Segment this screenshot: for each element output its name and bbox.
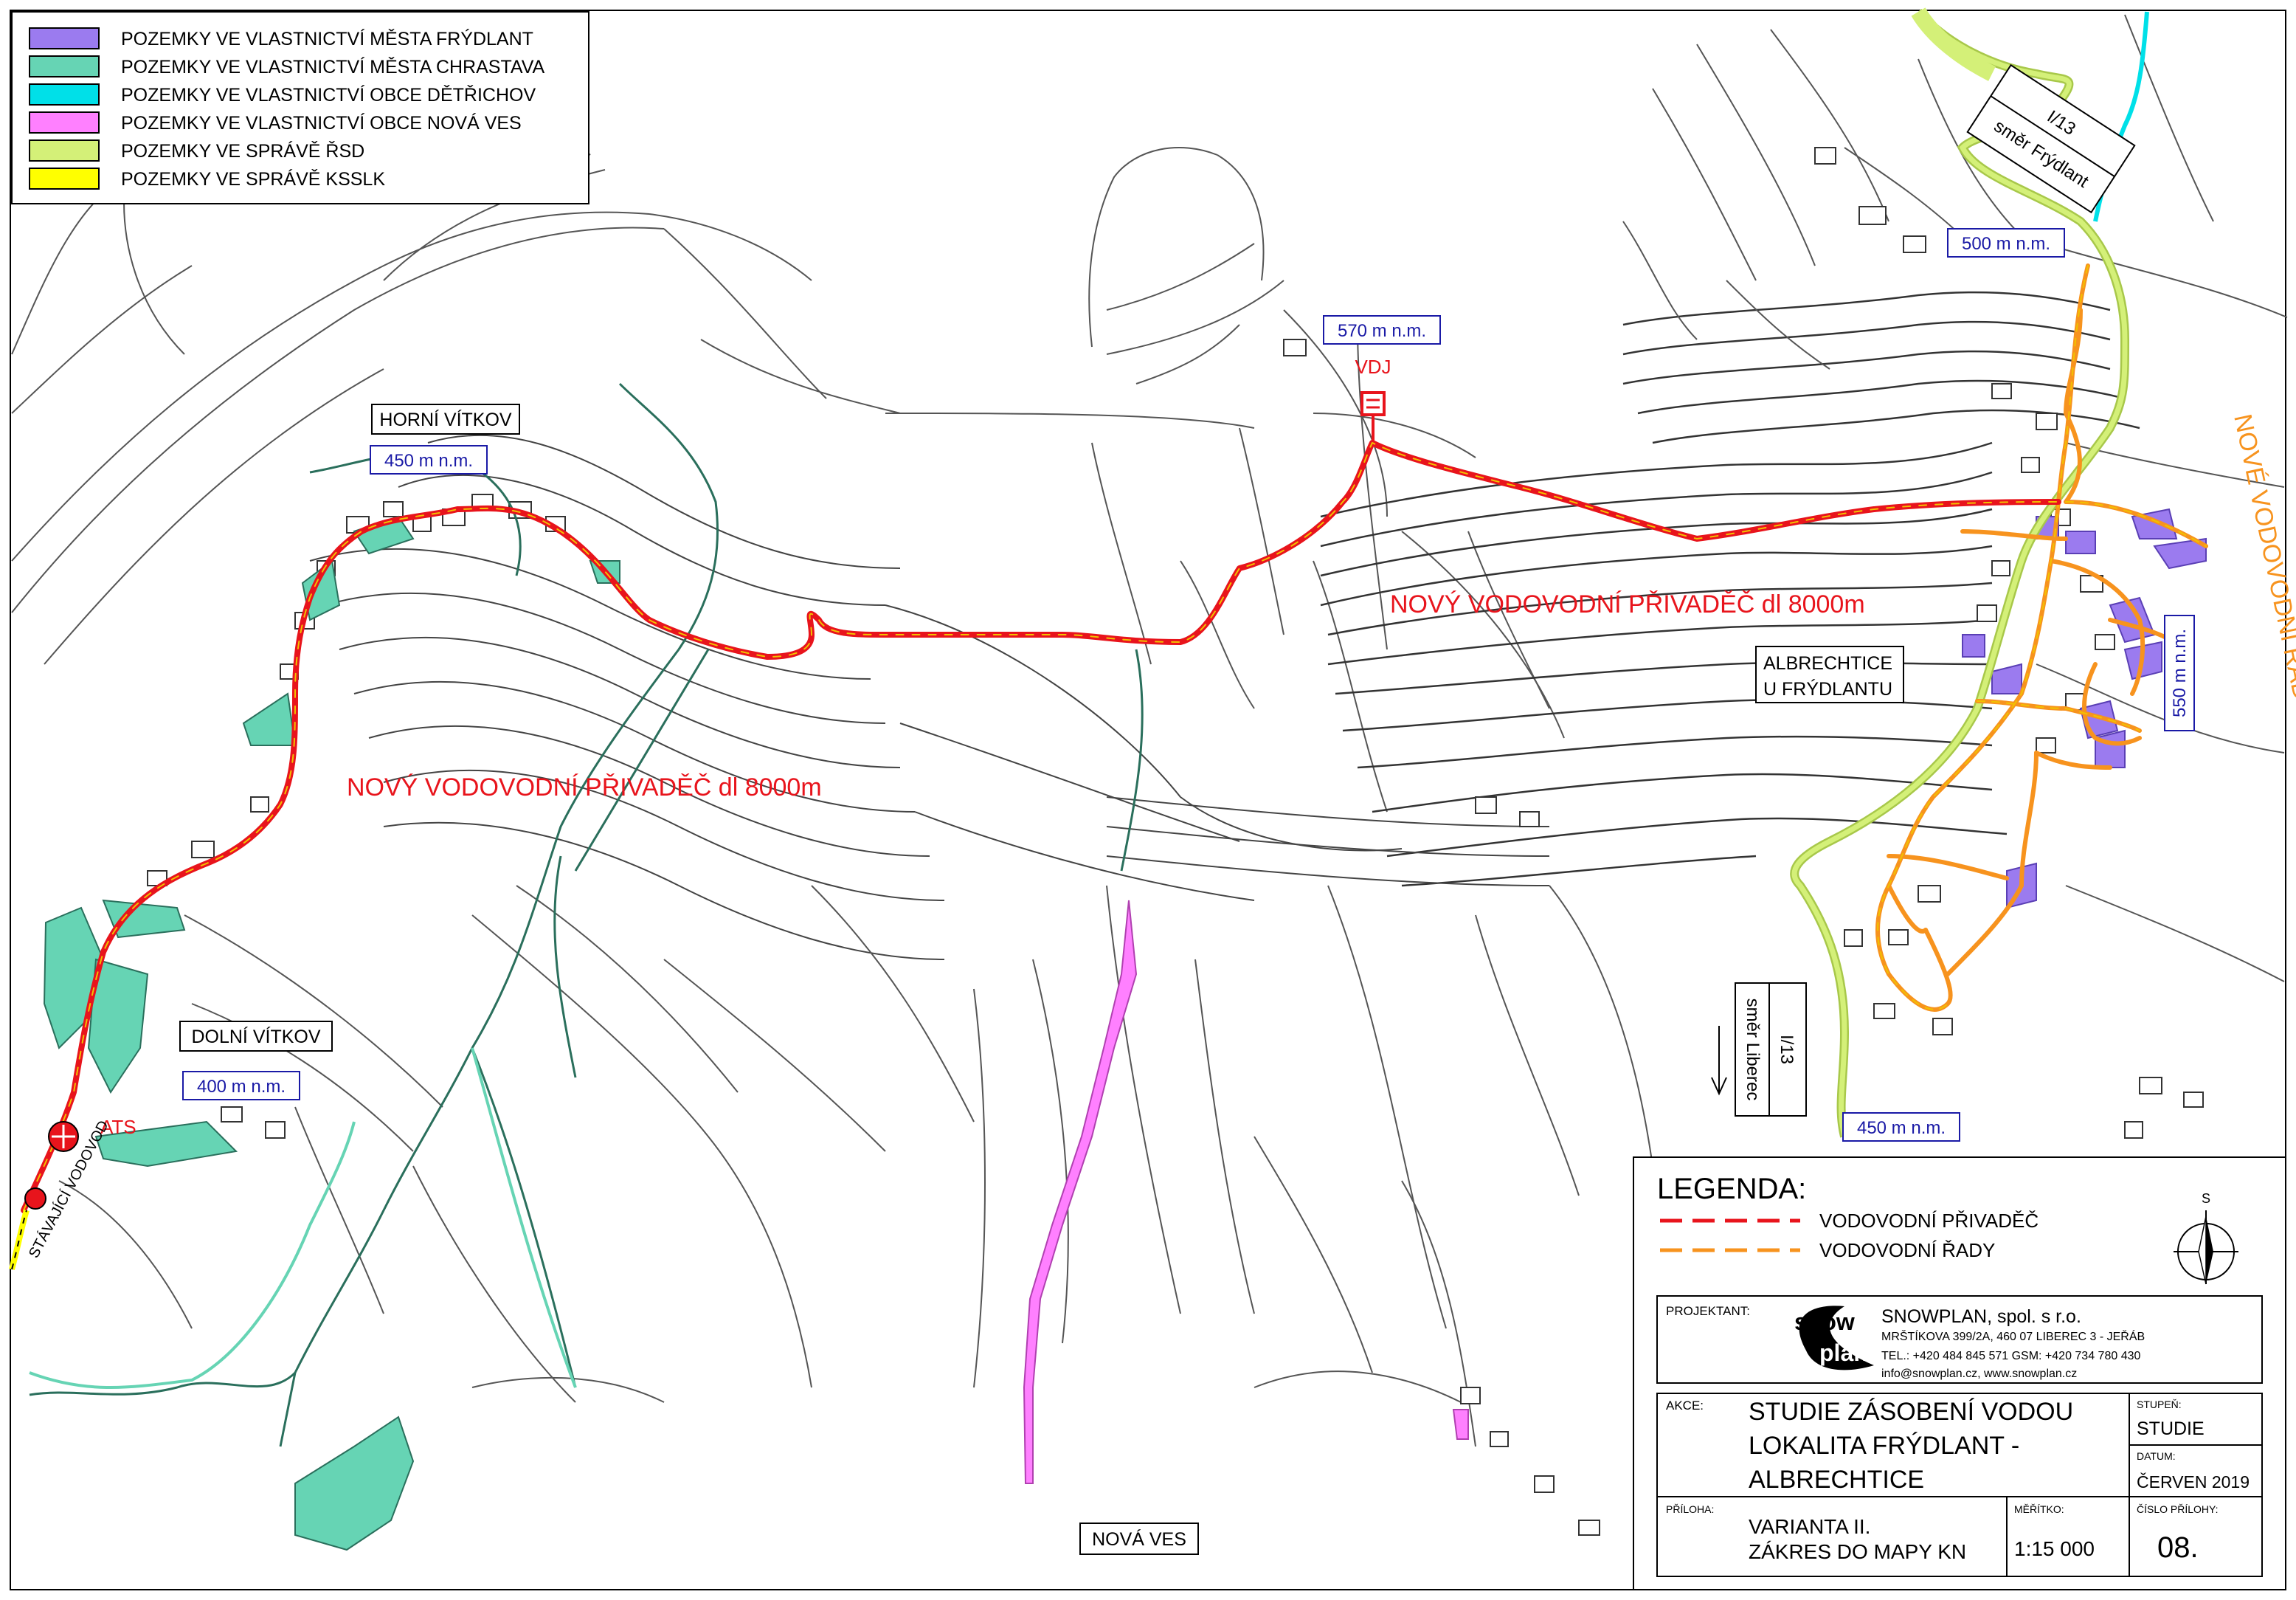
legend-label-3: POZEMKY VE VLASTNICTVÍ OBCE NOVÁ VES (121, 112, 522, 134)
north-arrow: S (2174, 1191, 2238, 1285)
company-web: info@snowplan.cz, www.snowplan.cz (1881, 1368, 2077, 1380)
label-horni-vitkov: HORNÍ VÍTKOV (379, 409, 512, 430)
sheet-border (10, 10, 2286, 1590)
svg-text:plan: plan (1819, 1339, 1868, 1366)
vdj-reservoir[interactable] (1360, 391, 1386, 441)
object-labels: VDJ ATS STÁVAJÍCÍ VODOVOD (25, 356, 1391, 1261)
stupen-label: STUPEŇ: (2137, 1399, 2182, 1410)
creek-south-2 (471, 1047, 577, 1388)
road-labels: I/13 směr Frýdlant I/13 směr Liberec (1711, 63, 2136, 1117)
label-privadec-west: NOVÝ VODOVODNÍ PŘIVADĚČ dl 8000m (347, 773, 822, 801)
existing-main (9, 1209, 30, 1271)
legend-line-label-1: VODOVODNÍ ŘADY (1819, 1239, 1995, 1261)
north-letter: S (2202, 1191, 2210, 1206)
legend-parcels: POZEMKY VE VLASTNICTVÍ MĚSTA FRÝDLANT POZ… (11, 11, 589, 204)
elevation-570: 570 m n.m. (1338, 321, 1426, 341)
legend-swatch-4 (29, 139, 100, 162)
label-nova-ves: NOVÁ VES (1092, 1528, 1186, 1550)
company-phone: TEL.: +420 484 845 571 GSM: +420 734 780… (1881, 1350, 2140, 1362)
label-vdj: VDJ (1355, 356, 1391, 378)
elevation-labels: 450 m n.m. 400 m n.m. 570 m n.m. 500 m n… (182, 228, 2195, 1142)
svg-text:snow: snow (1794, 1308, 1855, 1335)
akce-line-2: LOKALITA FRÝDLANT - (1749, 1432, 2019, 1460)
elevation-550: 550 m n.m. (2170, 629, 2190, 717)
label-road-south-code: I/13 (1777, 1035, 1797, 1064)
meritko-label: MĚŘÍTKO: (2014, 1503, 2064, 1515)
priloha-line-1: VARIANTA II. (1749, 1515, 1870, 1538)
elevation-400: 400 m n.m. (197, 1077, 286, 1097)
akce-line-3: ALBRECHTICE (1749, 1466, 1924, 1494)
place-labels: HORNÍ VÍTKOV DOLNÍ VÍTKOV ALBRECHTICE U … (179, 404, 1904, 1555)
elevation-450-east: 450 m n.m. (1857, 1118, 1946, 1138)
legend-swatch-2 (29, 83, 100, 106)
label-ats: ATS (100, 1116, 136, 1138)
legend-swatch-0 (29, 27, 100, 49)
legend-swatch-1 (29, 55, 100, 77)
direction-arrow-south (1711, 1026, 1727, 1096)
parcel-lines (11, 115, 1565, 813)
priloha-line-2: ZÁKRES DO MAPY KN (1749, 1540, 1966, 1563)
parcel-lines-chrastava (29, 382, 1144, 1447)
meritko-value: 1:15 000 (2014, 1537, 2095, 1560)
label-privadec-east: NOVÝ VODOVODNÍ PŘIVADĚČ dl 8000m (1390, 590, 1865, 618)
legend-label-0: POZEMKY VE VLASTNICTVÍ MĚSTA FRÝDLANT (121, 28, 533, 49)
elevation-450-west: 450 m n.m. (384, 451, 473, 471)
datum-label: DATUM: (2137, 1450, 2176, 1462)
akce-label: AKCE: (1666, 1399, 1704, 1413)
title-block: LEGENDA: VODOVODNÍ PŘIVADĚČ VODOVODNÍ ŘAD… (1633, 1156, 2286, 1590)
legend-label-1: POZEMKY VE VLASTNICTVÍ MĚSTA CHRASTAVA (121, 56, 545, 77)
akce-line-1: STUDIE ZÁSOBENÍ VODOU (1749, 1398, 2073, 1426)
terrace-contours (1320, 291, 2140, 887)
legend-title: LEGENDA: (1657, 1173, 1806, 1205)
projektant-label: PROJEKTANT: (1666, 1304, 1750, 1318)
label-dolni-vitkov: DOLNÍ VÍTKOV (191, 1026, 320, 1047)
label-albrechtice: ALBRECHTICE (1763, 653, 1892, 674)
north-parcels (1622, 14, 2288, 982)
elevation-500: 500 m n.m. (1962, 234, 2050, 254)
cislo-value: 08. (2157, 1531, 2199, 1564)
ats-station[interactable] (48, 1121, 79, 1152)
parcel-nova-ves (1023, 900, 1138, 1484)
creek-south (29, 1121, 356, 1389)
legend-swatch-3 (29, 111, 100, 134)
label-albrechtice-sub: U FRÝDLANTU (1763, 678, 1892, 700)
priloha-label: PŘÍLOHA: (1666, 1503, 1714, 1515)
company-address: MRŠTÍKOVA 399/2A, 460 07 LIBEREC 3 - JEŘ… (1881, 1329, 2145, 1343)
legend-swatch-5 (29, 168, 100, 190)
south-parcels (58, 885, 1653, 1447)
snowplan-logo: snow plan (1794, 1306, 1874, 1370)
stupen-value: STUDIE (2137, 1418, 2205, 1439)
company-name: SNOWPLAN, spol. s r.o. (1881, 1306, 2081, 1327)
cislo-label: ČÍSLO PŘÍLOHY: (2137, 1503, 2218, 1515)
parcel-nova-ves-2 (1452, 1409, 1469, 1440)
supply-main (21, 440, 2061, 1213)
label-road-south-dir: směr Liberec (1743, 999, 1763, 1101)
hill-contours (309, 434, 1550, 960)
legend-label-5: POZEMKY VE SPRÁVĚ KSSLK (121, 168, 385, 190)
connection-node[interactable] (24, 1187, 46, 1210)
legend-label-4: POZEMKY VE SPRÁVĚ ŘSD (121, 140, 364, 162)
datum-value: ČERVEN 2019 (2137, 1472, 2250, 1492)
legend-label-2: POZEMKY VE VLASTNICTVÍ OBCE DĚTŘICHOV (121, 84, 536, 106)
legend-line-label-0: VODOVODNÍ PŘIVADĚČ (1819, 1210, 2039, 1232)
